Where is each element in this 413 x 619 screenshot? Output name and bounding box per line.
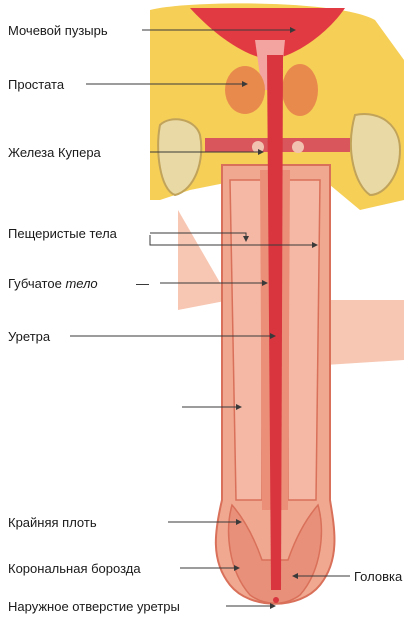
label-spongy-b: тело [65,276,97,291]
prostate-right [282,64,318,116]
label-cowper: Железа Купера [8,145,102,160]
label-coronal: Корональная борозда [8,561,141,576]
label-cavernous: Пещеристые тела [8,226,118,241]
label-spongy-dash: — [136,276,149,291]
label-meatus: Наружное отверстие уретры [8,599,180,614]
label-glans: Головка [354,569,403,584]
skin-flap [325,300,404,365]
urethra-meatus [273,597,279,603]
cowper-gland-right [292,141,304,153]
cavernous-left [230,180,262,500]
cavernous-right [288,180,320,500]
label-spongy-a: Губчатое [8,276,65,291]
label-spongy: Губчатое тело [8,276,98,291]
label-prostate: Простата [8,77,65,92]
label-foreskin: Крайняя плоть [8,515,97,530]
label-urethra: Уретра [8,329,51,344]
label-bladder: Мочевой пузырь [8,23,108,38]
prostate [225,66,265,114]
